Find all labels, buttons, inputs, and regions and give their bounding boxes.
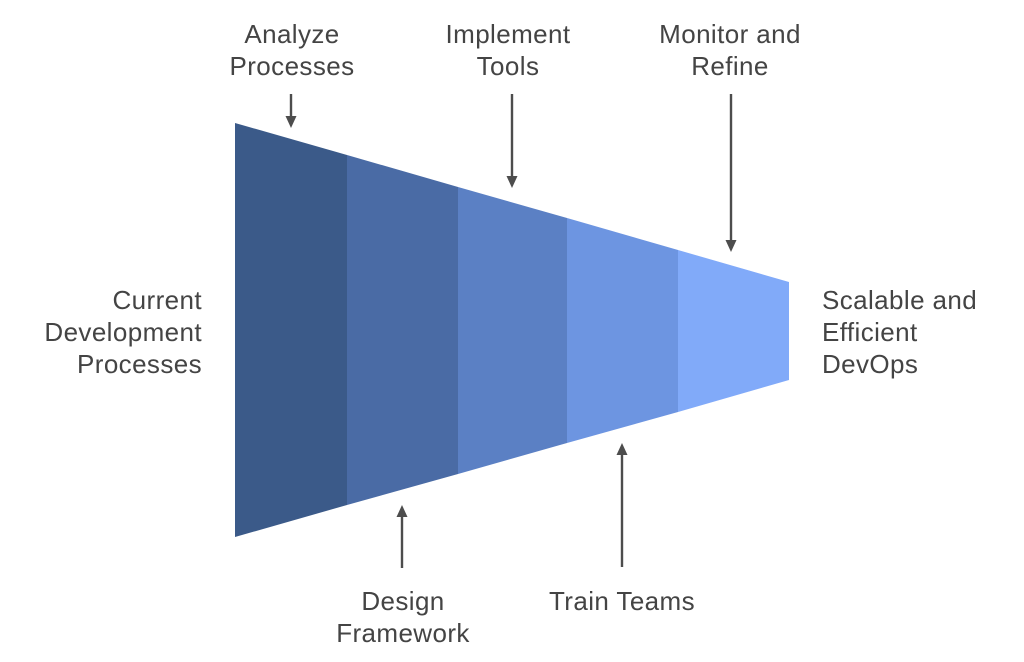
arrow-monitor-refine	[725, 94, 737, 252]
arrow-head-icon	[725, 240, 737, 252]
funnel-segment-implement-tools	[458, 187, 567, 474]
stage-label-train-teams: Train Teams	[548, 586, 696, 616]
arrow-train-teams	[616, 443, 628, 567]
stage-label-analyze-processes: Analyze Processes	[229, 19, 355, 81]
arrow-head-icon	[506, 176, 518, 188]
funnel-segment-analyze-processes	[235, 123, 347, 537]
arrow-head-icon	[396, 505, 408, 517]
arrow-design-framework	[396, 505, 408, 568]
arrow-head-icon	[285, 116, 297, 128]
arrow-analyze-processes	[285, 94, 297, 128]
funnel-input-label: Current Development Processes	[44, 285, 202, 379]
funnel-segment-design-framework	[347, 155, 458, 505]
stage-label-monitor-refine: Monitor and Refine	[659, 19, 801, 81]
arrow-implement-tools	[506, 94, 518, 188]
funnel-output-label: Scalable and Efficient DevOps	[822, 285, 978, 379]
arrow-head-icon	[616, 443, 628, 455]
stage-label-design-framework: Design Framework	[336, 586, 470, 648]
funnel-segment-train-teams	[567, 218, 678, 443]
funnel-segment-monitor-refine	[678, 250, 789, 412]
stage-label-implement-tools: Implement Tools	[445, 19, 571, 81]
